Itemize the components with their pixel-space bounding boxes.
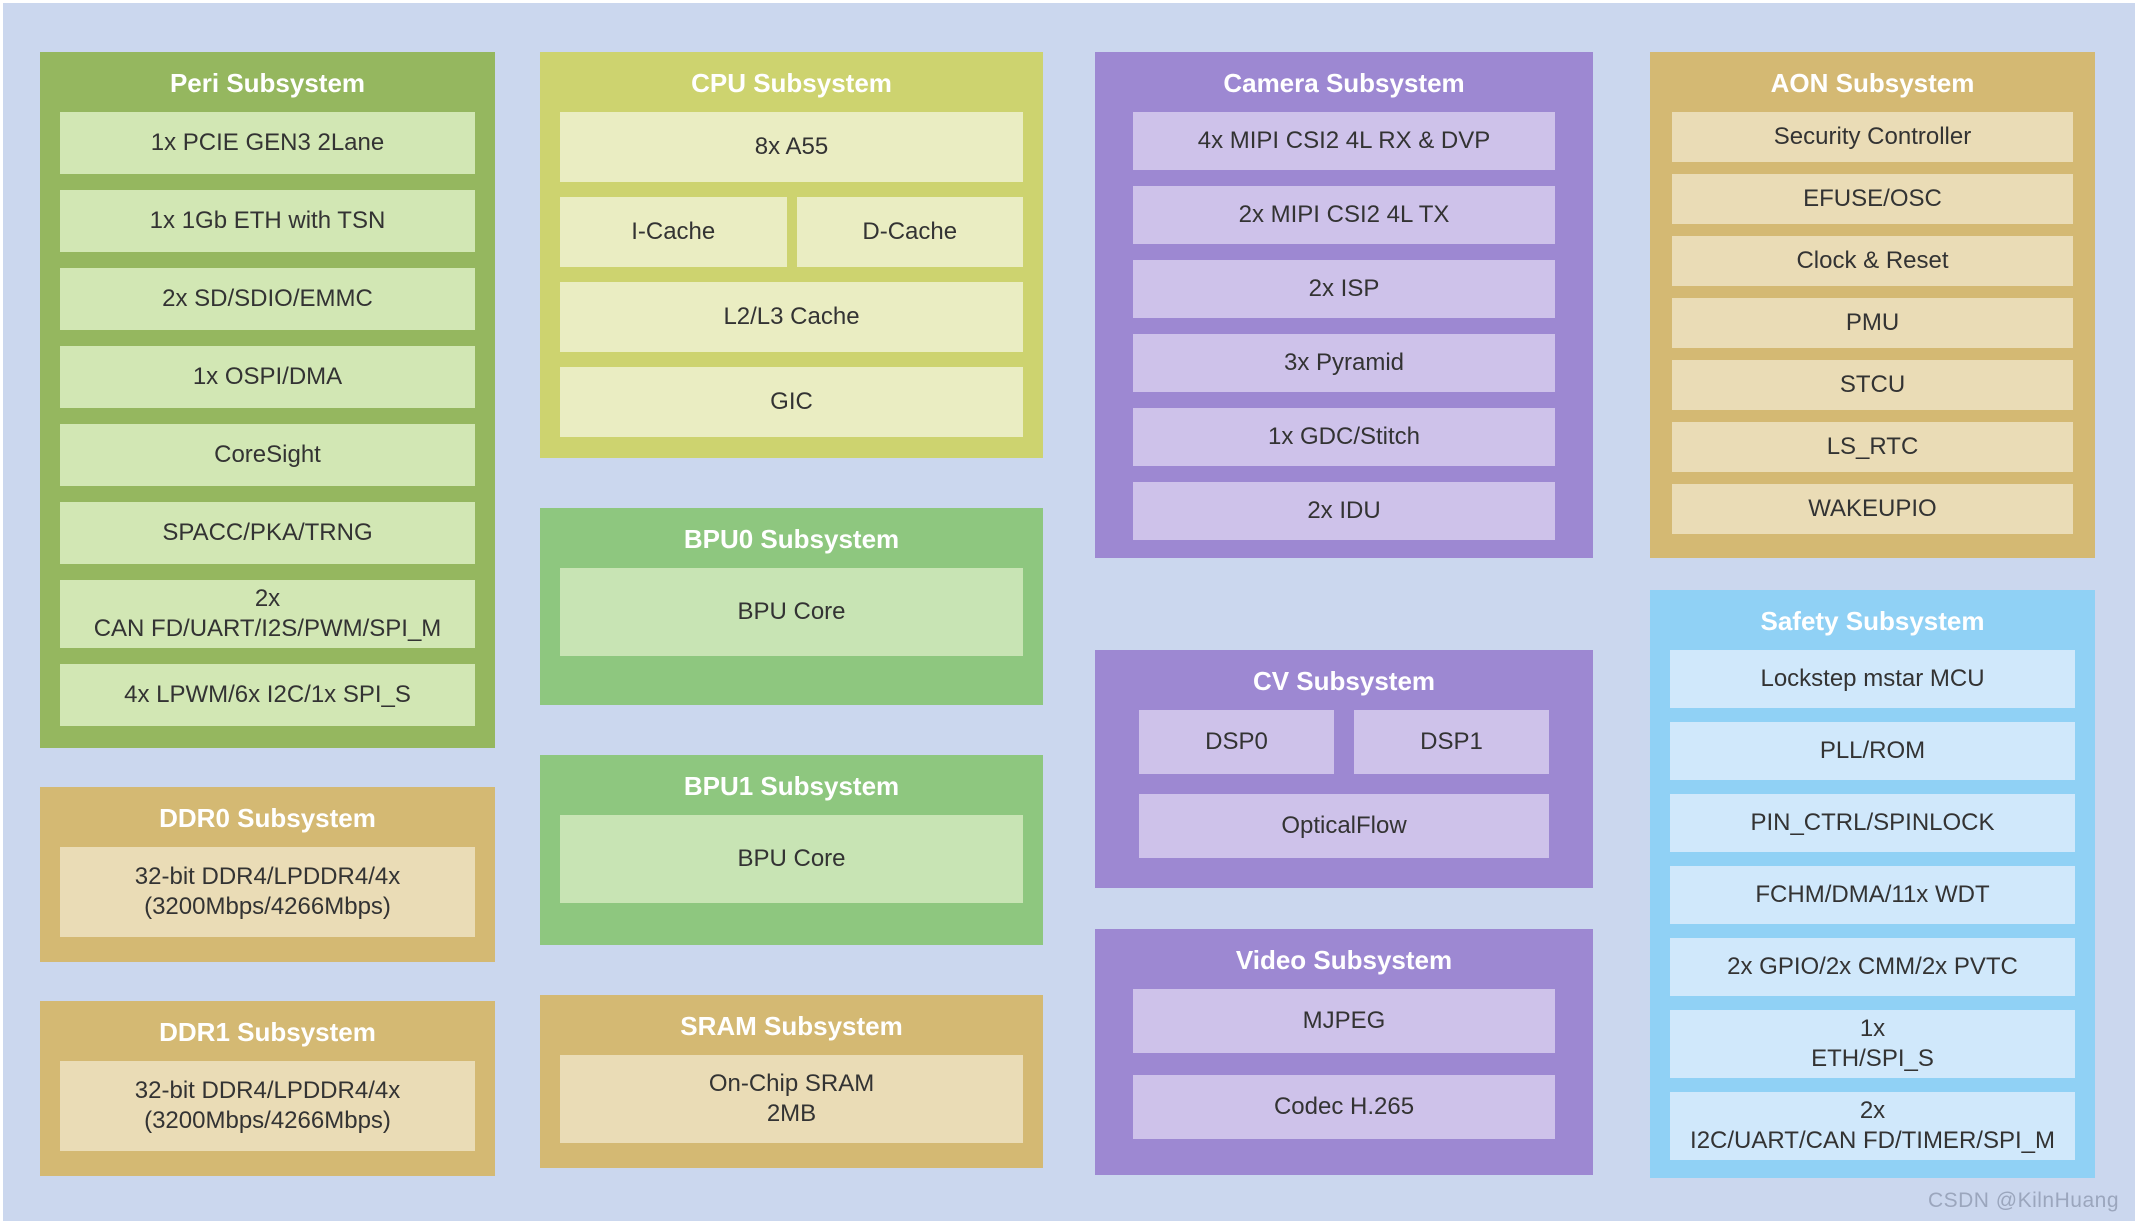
column-center-right: Camera Subsystem 4x MIPI CSI2 4L RX & DV… [1095, 52, 1593, 1176]
diagram-canvas: Peri Subsystem 1x PCIE GEN3 2Lane 1x 1Gb … [40, 52, 2095, 1179]
block-cell: PIN_CTRL/SPINLOCK [1670, 794, 2075, 853]
soc-block-diagram: Peri Subsystem 1x PCIE GEN3 2Lane 1x 1Gb … [3, 3, 2135, 1221]
block-cell: L2/L3 Cache [560, 282, 1023, 353]
block-cell: 2x GPIO/2x CMM/2x PVTC [1670, 938, 2075, 997]
camera-subsystem-title: Camera Subsystem [1223, 68, 1465, 98]
ddr1-subsystem-box: DDR1 Subsystem 32-bit DDR4/LPDDR4/4x (32… [40, 1001, 495, 1176]
block-cell: 4x MIPI CSI2 4L RX & DVP [1133, 112, 1555, 171]
ddr0-subsystem-box: DDR0 Subsystem 32-bit DDR4/LPDDR4/4x (32… [40, 787, 495, 962]
block-cell: FCHM/DMA/11x WDT [1670, 866, 2075, 925]
block-cell: 1x ETH/SPI_S [1670, 1010, 2075, 1079]
safety-subsystem-title: Safety Subsystem [1760, 606, 1985, 636]
block-cell: Clock & Reset [1672, 236, 2073, 287]
sram-subsystem-rows: On-Chip SRAM 2MB [560, 1055, 1023, 1144]
camera-subsystem-rows: 4x MIPI CSI2 4L RX & DVP 2x MIPI CSI2 4L … [1133, 112, 1555, 541]
block-cell: 32-bit DDR4/LPDDR4/4x (3200Mbps/4266Mbps… [60, 847, 475, 938]
block-cell: 2x SD/SDIO/EMMC [60, 268, 475, 331]
bpu1-subsystem-box: BPU1 Subsystem BPU Core [540, 755, 1043, 945]
block-cell: DSP1 [1354, 710, 1549, 775]
block-cell: 2x IDU [1133, 482, 1555, 541]
video-subsystem-title: Video Subsystem [1235, 945, 1453, 976]
block-cell: LS_RTC [1672, 422, 2073, 473]
block-cell: CoreSight [60, 424, 475, 487]
block-cell: 3x Pyramid [1133, 334, 1555, 393]
bpu1-subsystem-rows: BPU Core [560, 815, 1023, 904]
ddr1-subsystem-title: DDR1 Subsystem [159, 1017, 376, 1047]
block-cell: BPU Core [560, 815, 1023, 904]
peri-subsystem-box: Peri Subsystem 1x PCIE GEN3 2Lane 1x 1Gb … [40, 52, 495, 748]
sram-subsystem-title: SRAM Subsystem [680, 1011, 903, 1041]
bpu0-subsystem-box: BPU0 Subsystem BPU Core [540, 508, 1043, 705]
block-cell: BPU Core [560, 568, 1023, 657]
video-subsystem-box: Video Subsystem MJPEG Codec H.265 [1095, 929, 1593, 1176]
block-cell: 4x LPWM/6x I2C/1x SPI_S [60, 664, 475, 727]
ddr0-subsystem-title: DDR0 Subsystem [159, 803, 376, 833]
block-cell: I-Cache [560, 197, 787, 268]
block-cell: WAKEUPIO [1672, 484, 2073, 535]
bpu0-subsystem-title: BPU0 Subsystem [683, 524, 900, 554]
column-left: Peri Subsystem 1x PCIE GEN3 2Lane 1x 1Gb … [40, 52, 495, 1176]
block-cell: 8x A55 [560, 112, 1023, 183]
block-cell: 1x GDC/Stitch [1133, 408, 1555, 467]
block-cell: 2x MIPI CSI2 4L TX [1133, 186, 1555, 245]
bpu1-subsystem-title: BPU1 Subsystem [683, 771, 900, 801]
block-cell: 2x I2C/UART/CAN FD/TIMER/SPI_M [1670, 1092, 2075, 1161]
block-cell-pair: DSP0 DSP1 [1139, 710, 1549, 775]
block-cell: MJPEG [1133, 989, 1555, 1054]
block-cell: D-Cache [796, 197, 1023, 268]
aon-subsystem-title: AON Subsystem [1770, 68, 1975, 98]
peri-subsystem-rows: 1x PCIE GEN3 2Lane 1x 1Gb ETH with TSN 2x … [60, 112, 475, 727]
block-cell: SPACC/PKA/TRNG [60, 502, 475, 565]
camera-subsystem-box: Camera Subsystem 4x MIPI CSI2 4L RX & DV… [1095, 52, 1593, 559]
block-cell: Codec H.265 [1133, 1075, 1555, 1140]
cpu-subsystem-title: CPU Subsystem [691, 68, 892, 98]
block-cell: On-Chip SRAM 2MB [560, 1055, 1023, 1144]
block-cell: 1x OSPI/DMA [60, 346, 475, 409]
block-cell: Security Controller [1672, 112, 2073, 163]
video-subsystem-rows: MJPEG Codec H.265 [1133, 989, 1555, 1140]
ddr1-subsystem-rows: 32-bit DDR4/LPDDR4/4x (3200Mbps/4266Mbps… [60, 1061, 475, 1152]
safety-subsystem-box: Safety Subsystem Lockstep mstar MCU PLL/R… [1650, 590, 2095, 1179]
safety-subsystem-rows: Lockstep mstar MCU PLL/ROM PIN_CTRL/SPINLO… [1670, 650, 2075, 1161]
block-cell: 1x PCIE GEN3 2Lane [60, 112, 475, 175]
block-cell: EFUSE/OSC [1672, 174, 2073, 225]
peri-subsystem-title: Peri Subsystem [169, 68, 366, 98]
block-cell: DSP0 [1139, 710, 1334, 775]
block-cell: GIC [560, 367, 1023, 438]
block-cell: PLL/ROM [1670, 722, 2075, 781]
csdn-watermark: CSDN @KilnHuang [1927, 1189, 2119, 1212]
ddr0-subsystem-rows: 32-bit DDR4/LPDDR4/4x (3200Mbps/4266Mbps… [60, 847, 475, 938]
block-cell: 32-bit DDR4/LPDDR4/4x (3200Mbps/4266Mbps… [60, 1061, 475, 1152]
bpu0-subsystem-rows: BPU Core [560, 568, 1023, 657]
block-cell: Lockstep mstar MCU [1670, 650, 2075, 709]
cv-subsystem-title: CV Subsystem [1252, 666, 1436, 697]
sram-subsystem-box: SRAM Subsystem On-Chip SRAM 2MB [540, 995, 1043, 1168]
block-cell: PMU [1672, 298, 2073, 349]
block-cell: 1x 1Gb ETH with TSN [60, 190, 475, 253]
block-cell: 2x ISP [1133, 260, 1555, 319]
block-cell: 2x CAN FD/UART/I2S/PWM/SPI_M [60, 580, 475, 649]
block-cell: OpticalFlow [1139, 794, 1549, 859]
block-cell: STCU [1672, 360, 2073, 411]
